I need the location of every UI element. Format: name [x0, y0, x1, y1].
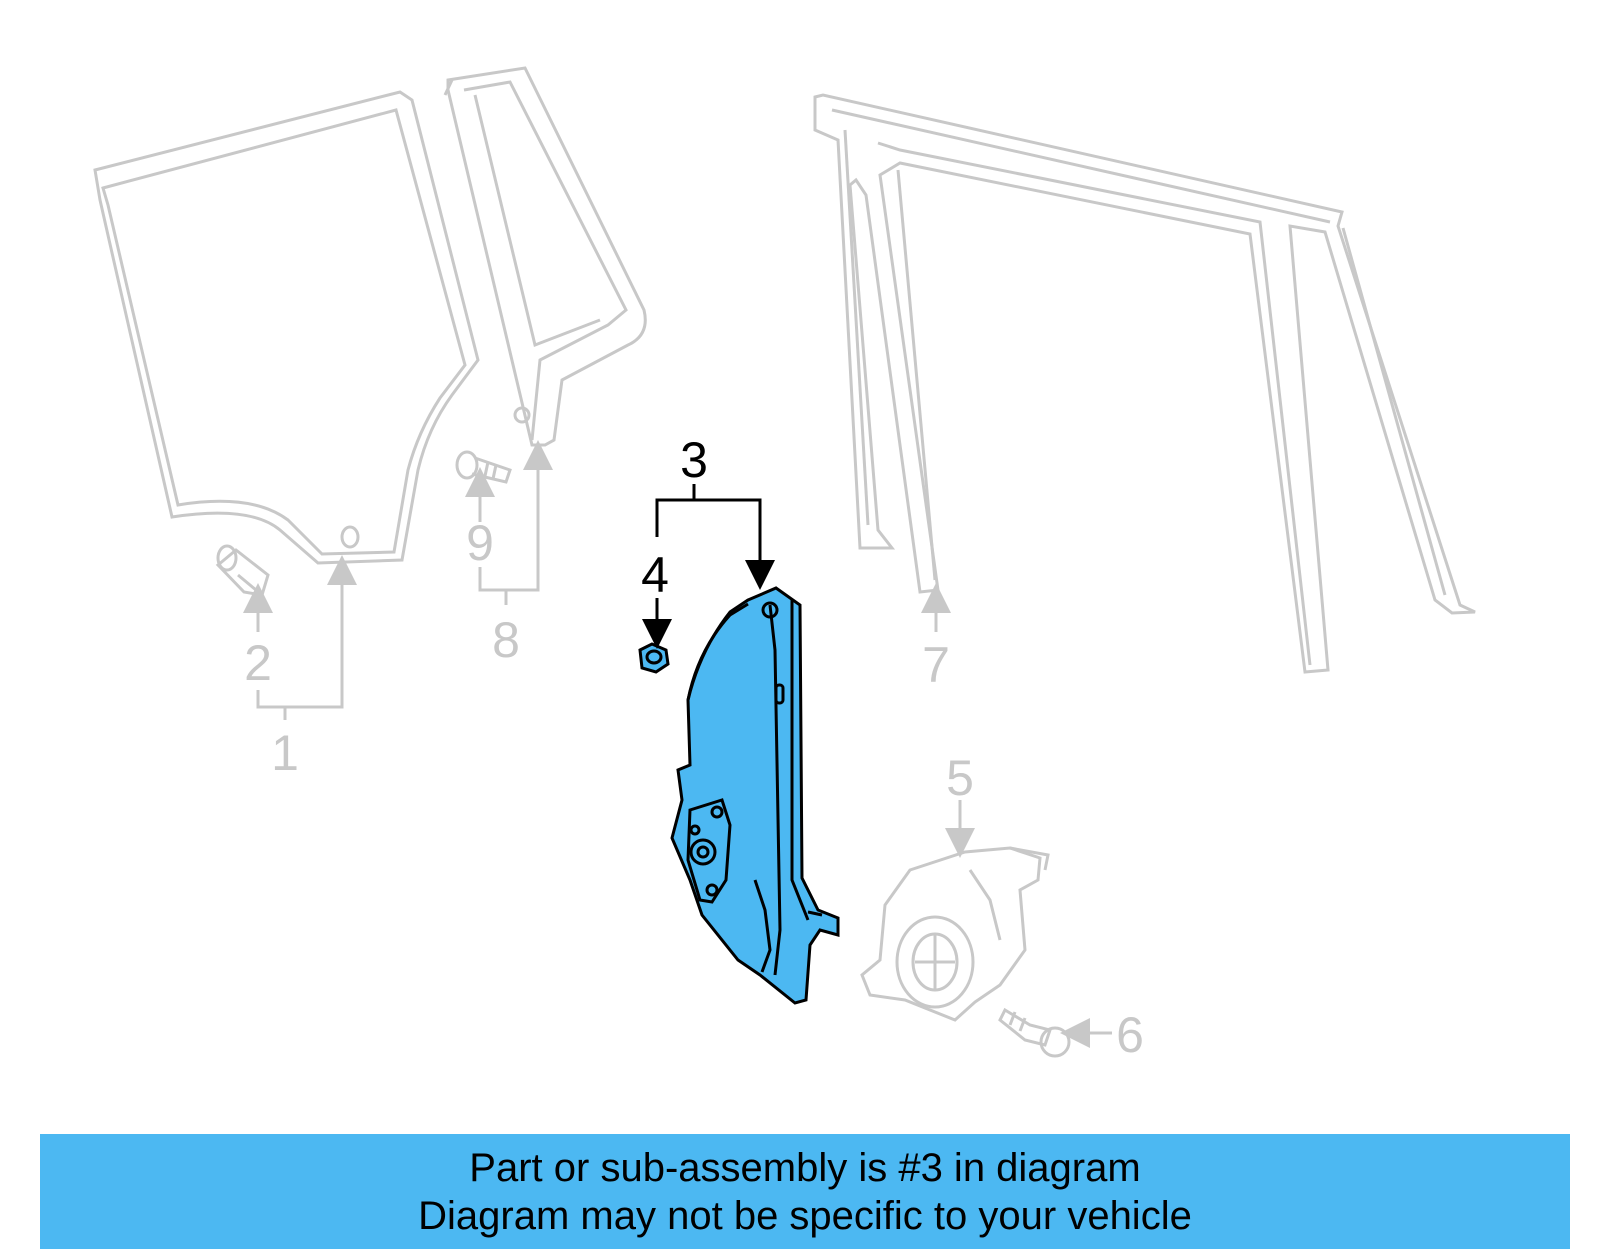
callout-8: 8: [492, 612, 520, 668]
callout-3: 3: [680, 432, 708, 488]
motor-screw-part: [998, 1007, 1071, 1058]
banner-line-part-number: Part or sub-assembly is #3 in diagram: [469, 1145, 1141, 1190]
callout-1: 1: [271, 725, 299, 781]
glass-bolt-part: [215, 544, 270, 597]
door-glass-part: [93, 90, 480, 565]
channel-bolt-part: [455, 450, 512, 484]
rear-channel-part: [443, 66, 647, 447]
leader-lines-highlight: [642, 484, 775, 649]
door-frame-channel-part: [813, 93, 1476, 674]
callout-9: 9: [466, 515, 494, 571]
callout-5: 5: [946, 750, 974, 806]
callout-2: 2: [244, 635, 272, 691]
leader-lines-dim: [243, 440, 1112, 1048]
regulator-nut-part: [638, 642, 670, 674]
callout-4: 4: [641, 547, 669, 603]
callout-6: 6: [1116, 1007, 1144, 1063]
window-regulator-part: [670, 586, 840, 1005]
info-banner: Part or sub-assembly is #3 in diagram Di…: [40, 1134, 1570, 1249]
window-motor-part: [860, 846, 1050, 1022]
callout-7: 7: [922, 637, 950, 693]
banner-line-disclaimer: Diagram may not be specific to your vehi…: [418, 1193, 1192, 1238]
